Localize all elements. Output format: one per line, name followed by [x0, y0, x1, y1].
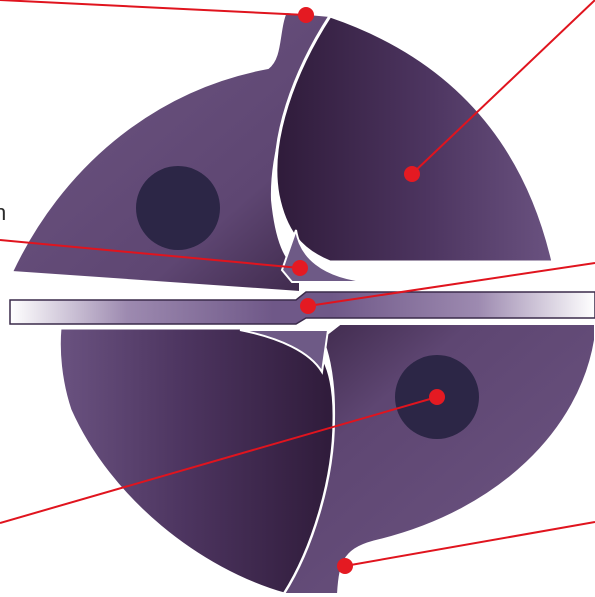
coolant-hole-callout-dot: [429, 389, 445, 405]
coolant-hole-upper: [136, 166, 220, 250]
margin-top-callout-dot: [298, 7, 314, 23]
flute-callout-dot: [404, 166, 420, 182]
margin-bottom-callout-dot: [337, 558, 353, 574]
margin-top-callout-line: [0, 0, 306, 15]
cutting-edge-callout-dot: [292, 260, 308, 276]
chisel-edge-callout-dot: [300, 298, 316, 314]
upper-flute: [276, 16, 553, 262]
lower-flute: [59, 328, 334, 594]
